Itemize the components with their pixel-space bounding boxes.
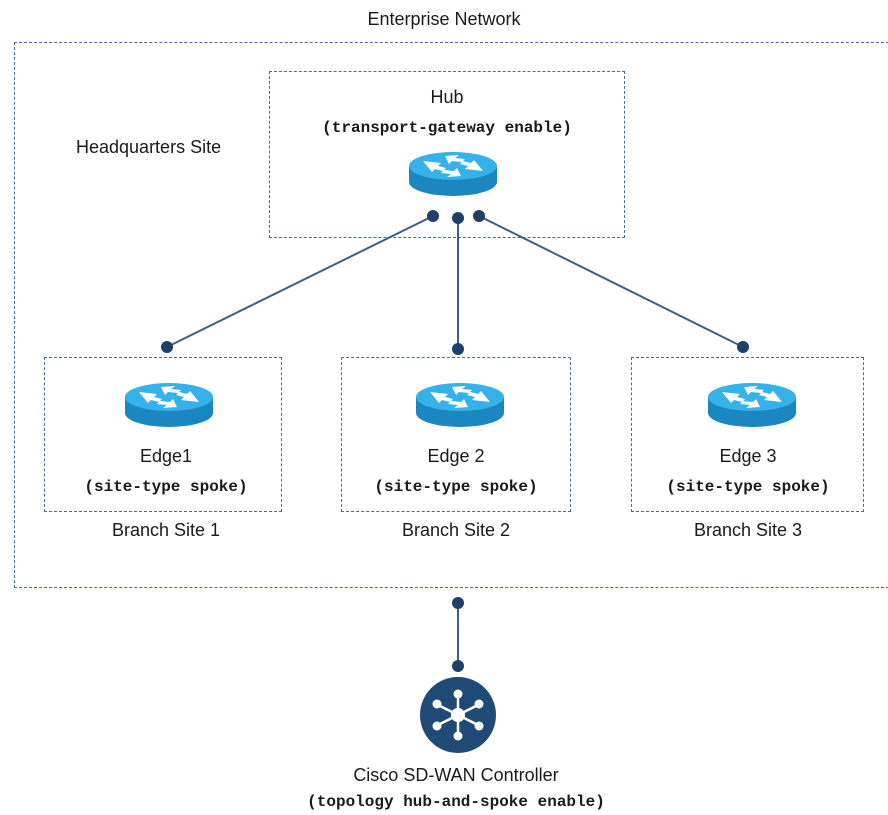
edge1-title: Edge1: [139, 446, 193, 466]
edge1-router-icon: [125, 383, 213, 427]
branch-site-1-label: Branch Site 1: [111, 520, 221, 540]
branch-box-2: [341, 357, 571, 512]
hub-port-dot-3: [473, 210, 485, 222]
branch-box-3: [631, 357, 864, 512]
controller-config: (topology hub-and-spoke enable): [307, 793, 605, 811]
branch-box-1: [44, 357, 282, 512]
controller-icon: [420, 677, 496, 753]
branch-site-2-label: Branch Site 2: [401, 520, 511, 540]
hub-port-dot-1: [427, 210, 439, 222]
edge2-port-dot: [452, 343, 464, 355]
controller-title: Cisco SD-WAN Controller: [353, 765, 559, 785]
controller-port-dot: [452, 660, 464, 672]
enterprise-network-boundary: [14, 42, 888, 588]
hub-config: (transport-gateway enable): [322, 119, 572, 137]
hub-title: Hub: [430, 87, 464, 107]
edge1-config: (site-type spoke): [84, 478, 248, 496]
edge3-port-dot: [737, 341, 749, 353]
hub-links: [166, 215, 744, 666]
edge2-router-icon: [416, 383, 504, 427]
hub-port-dot-2: [452, 212, 464, 224]
enterprise-port-dot: [452, 597, 464, 609]
edge2-config: (site-type spoke): [374, 478, 538, 496]
headquarters-site-label: Headquarters Site: [76, 137, 222, 157]
edge1-port-dot: [161, 341, 173, 353]
enterprise-network-label: Enterprise Network: [367, 9, 521, 29]
link-hub-edge1: [166, 215, 434, 348]
hub-router-icon: [409, 152, 497, 196]
link-hub-edge3: [478, 215, 744, 348]
edge3-router-icon: [708, 383, 796, 427]
branch-site-3-label: Branch Site 3: [693, 520, 803, 540]
edge3-config: (site-type spoke): [666, 478, 830, 496]
connector-dots: [161, 210, 749, 672]
hub-box: [269, 71, 625, 238]
edge2-title: Edge 2: [427, 446, 485, 466]
edge3-title: Edge 3: [719, 446, 777, 466]
